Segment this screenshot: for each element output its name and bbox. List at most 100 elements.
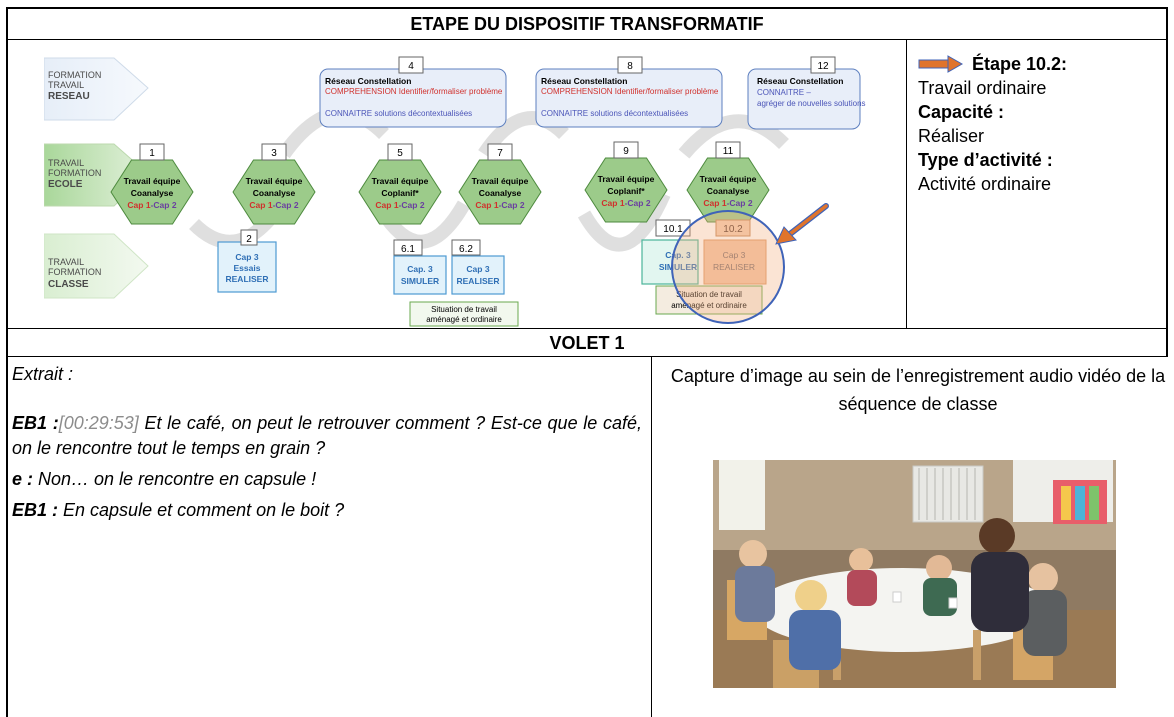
reseau-box-8-blue: CONNAITRE solutions décontextualisées [541,109,688,118]
reseau-box-4-num: 4 [408,61,414,72]
etape-label: Étape 10.2: [972,54,1068,74]
hexagon-num: 9 [623,146,629,157]
hexagon-line1: Travail équipe [372,176,429,186]
capacite-value: Réaliser [918,126,985,146]
reseau-box-4: 4 Réseau Constellation COMPREHENSION Ide… [319,56,507,128]
capture-caption: Capture d’image au sein de l’enregistrem… [670,366,1166,414]
hexagon-caps: Cap 1-Cap 2 [249,200,298,210]
classe-box-10-1: 10.1 Cap. 3 SIMULER [641,219,699,285]
table-row-divider-1 [6,39,1168,40]
lane-reseau-line3: RESEAU [48,91,90,102]
reseau-box-4-blue: CONNAITRE solutions décontextualisées [325,109,472,118]
extract-label: Extrait : [12,364,74,384]
lane-ecole-line2: FORMATION [48,168,101,178]
classe-box-6-1: 6.1 Cap. 3 SIMULER [393,239,447,295]
classe-box-10-2-l2: REALISER [713,262,755,272]
hexagon-line1: Travail équipe [246,176,303,186]
hexagon-caps: Cap 1-Cap 2 [375,200,424,210]
hexagon-num: 7 [497,148,503,159]
classe-box-6-1-num: 6.1 [401,244,415,255]
hexagon-line2: Coanalyse [131,188,174,198]
speaker-label: EB1 : [12,413,59,433]
reseau-box-12: 12 Réseau Constellation CONNAITRE – agré… [747,56,866,130]
hexagon-line2: Coanalyse [707,186,750,196]
speaker-label: e : [12,469,34,489]
table-border-top [6,7,1168,9]
hexagon-num: 3 [271,148,277,159]
situation-1-l1: Situation de travail [431,305,497,314]
reseau-box-8-title: Réseau Constellation [541,76,627,86]
hexagon-line2: Coanalyse [253,188,296,198]
dialogue-line-3: EB1 : En capsule et comment on le boit ? [12,498,642,523]
classe-box-2-l3: REALISER [226,274,269,284]
reseau-box-8: 8 Réseau Constellation COMPREHENSION Ide… [535,56,723,128]
classe-box-10-2-num: 10.2 [723,224,743,235]
reseau-box-12-blue: CONNAITRE – [757,88,811,97]
lane-ecole-line1: TRAVAIL [48,158,84,168]
classe-box-6-1-l1: Cap. 3 [407,264,433,274]
hexagon-num: 1 [149,148,155,159]
table-border-right [1166,7,1168,357]
reseau-box-12-num: 12 [817,61,829,72]
table-row-divider-2 [6,328,1168,329]
reseau-box-4-title: Réseau Constellation [325,76,411,86]
reseau-box-4-red: COMPREHENSION Identifier/formaliser prob… [325,87,503,96]
classe-box-6-2: 6.2 Cap 3 REALISER [451,239,505,295]
dialogue-line-1: EB1 :[00:29:53] Et le café, on peut le r… [12,411,642,461]
hexagon-line2: Coplanif* [381,188,419,198]
travail-label: Travail ordinaire [918,78,1047,98]
page-title: ETAPE DU DISPOSITIF TRANSFORMATIF [410,14,764,34]
type-activite-value: Activité ordinaire [918,174,1052,194]
lane-ecole-line3: ECOLE [48,179,83,190]
classe-box-10-1-l2: SIMULER [659,262,697,272]
lane-reseau-line1: FORMATION [48,70,101,80]
classe-box-6-1-l2: SIMULER [401,276,439,286]
classe-box-6-2-num: 6.2 [459,244,473,255]
situation-2-l1: Situation de travail [676,290,742,299]
dispositif-diagram: FORMATION TRAVAIL RESEAU TRAVAIL FORMATI… [44,56,866,327]
situation-2-l2: aménagé et ordinaire [671,301,747,310]
dialogue-text: En capsule et comment on le boit ? [58,500,345,520]
classe-box-10-2: 10.2 Cap 3 REALISER [703,219,767,285]
hexagon-num: 11 [723,146,734,157]
classe-box-6-2-l1: Cap 3 [466,264,489,274]
hexagon-caps: Cap 1-Cap 2 [127,200,176,210]
hexagon-line1: Travail équipe [700,174,757,184]
situation-box-1: Situation de travail aménagé et ordinair… [409,301,519,327]
classe-box-2-l1: Cap 3 [235,252,258,262]
capacite-label: Capacité : [918,102,1005,122]
table-col-divider-bottom [651,357,652,717]
highlight-circle [671,210,785,324]
timestamp: [00:29:53] [58,413,139,433]
lane-classe-line1: TRAVAIL [48,257,84,267]
lane-classe-line3: CLASSE [48,279,89,290]
hexagon-caps: Cap 1-Cap 2 [601,198,650,208]
hexagon-caps: Cap 1-Cap 2 [475,200,524,210]
hexagon-line1: Travail équipe [472,176,529,186]
classroom-photo [713,460,1116,688]
hexagon-line1: Travail équipe [124,176,181,186]
table-border-left [6,7,8,717]
classe-box-2-l2: Essais [234,263,261,273]
lane-arrow-classe [44,233,149,299]
volet-title: VOLET 1 [549,333,625,353]
dialogue-text: Non… on le rencontre en capsule ! [33,469,317,489]
reseau-box-8-num: 8 [627,61,633,72]
arrow-right-icon [918,55,964,73]
classe-box-2: 2 Cap 3 Essais REALISER [217,229,277,293]
hexagon-num: 5 [397,148,403,159]
reseau-box-12-title: Réseau Constellation [757,76,843,86]
hexagon-caps: Cap 1-Cap 2 [703,198,752,208]
classe-box-10-1-l1: Cap. 3 [665,250,691,260]
speaker-label: EB1 : [12,500,59,520]
table-col-divider-top [906,40,907,328]
extract: Extrait : EB1 :[00:29:53] Et le café, on… [12,362,642,523]
classe-box-2-num: 2 [246,234,252,245]
situation-box-2: Situation de travail aménagé et ordinair… [655,285,763,315]
